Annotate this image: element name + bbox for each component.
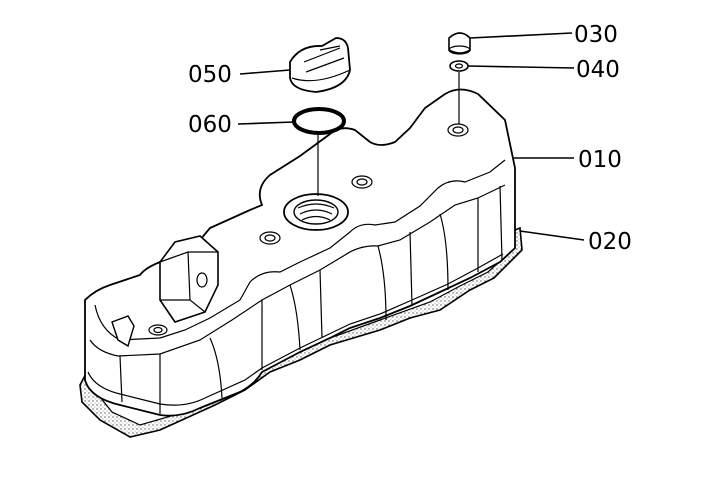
label-060: 060: [188, 112, 232, 138]
label-040: 040: [576, 57, 620, 83]
leader-050: [239, 69, 291, 75]
label-030: 030: [574, 22, 618, 48]
o-ring-060: [292, 107, 346, 135]
leader-040: [467, 65, 575, 69]
cylinder-head-cover-010: [84, 88, 516, 417]
washer-040: [449, 60, 469, 72]
leader-030: [469, 32, 573, 39]
label-010: 010: [578, 147, 622, 173]
leader-060: [237, 121, 295, 125]
oil-filler-cap-050: [289, 37, 351, 93]
cap-nut-030: [448, 32, 471, 55]
leader-020: [519, 230, 585, 241]
label-020: 020: [588, 229, 632, 255]
label-050: 050: [188, 62, 232, 88]
